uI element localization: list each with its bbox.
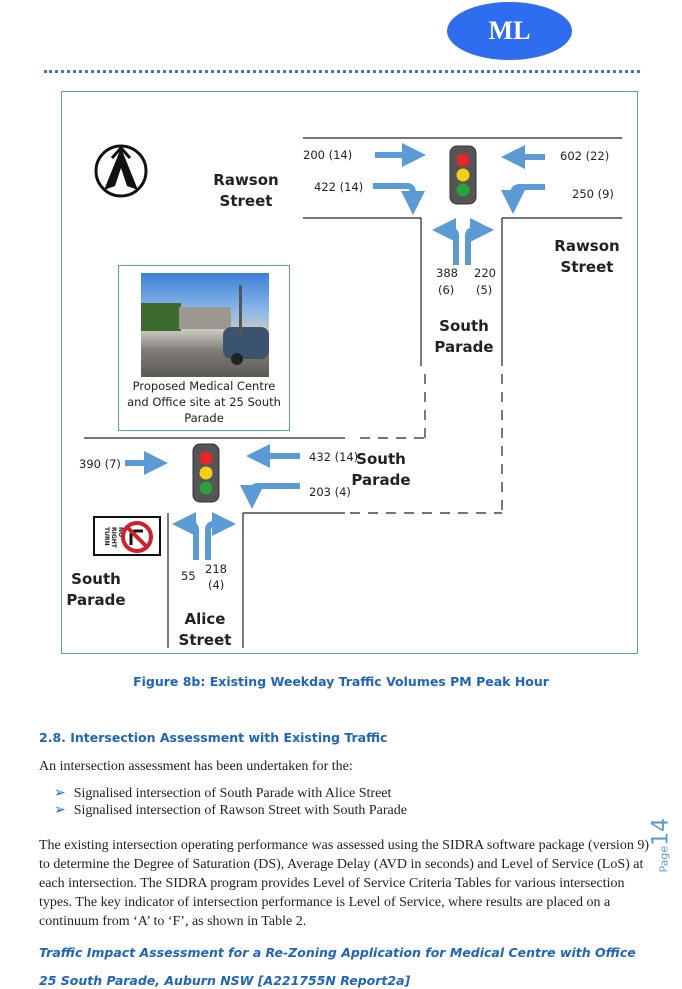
no-right-turn-sign: NO RIGHT TURN [93, 516, 161, 556]
arrow-218 [205, 512, 236, 560]
company-logo: ML [447, 2, 572, 60]
list-item: ➢Signalised intersection of Rawson Stree… [54, 802, 407, 818]
footer-line: Traffic Impact Assessment for a Re-Zonin… [39, 945, 636, 960]
site-photo-drawing [141, 285, 269, 365]
arrow-220 [465, 218, 494, 265]
volume-label: 200 (14) [303, 148, 353, 162]
street-label-alice: Alice Street [178, 610, 232, 649]
volume-label: 422 (14) [314, 180, 364, 194]
list-item: ➢Signalised intersection of South Parade… [54, 785, 392, 801]
footer-line: 25 South Parade, Auburn NSW [A221755N Re… [39, 973, 411, 988]
section-heading: 2.8. Intersection Assessment with Existi… [39, 730, 388, 745]
road-dashed [350, 374, 503, 514]
volume-label: 220 [474, 266, 496, 280]
site-inset: Proposed Medical Centre and Office site … [118, 265, 290, 431]
volume-label: 218 [205, 562, 227, 576]
street-label-south-parade: South Parade [351, 450, 411, 489]
bullet-arrow-icon: ➢ [54, 785, 66, 801]
bullet-arrow-icon: ➢ [54, 802, 66, 818]
volume-label: 203 (4) [309, 485, 351, 499]
body-paragraph: The existing intersection operating perf… [39, 838, 649, 929]
page-number: Page14 [648, 817, 674, 873]
flow-arrows [125, 143, 545, 560]
inset-caption: Proposed Medical Centre and Office site … [127, 379, 281, 425]
figure-frame [61, 91, 638, 654]
site-photo [141, 273, 269, 377]
arrow-203 [240, 483, 300, 509]
volume-label: 432 (14) [309, 450, 359, 464]
street-label-rawson: Rawson Street [554, 237, 620, 276]
arrow-388 [432, 218, 459, 265]
volume-label: (5) [476, 283, 493, 297]
volume-label: 55 [181, 569, 196, 583]
road-kerbs [84, 137, 622, 648]
arrow-422 [373, 183, 425, 215]
intro-text: An intersection assessment has been unde… [39, 759, 353, 774]
traffic-light-icon [449, 145, 477, 205]
volume-label: 388 [436, 266, 458, 280]
arrow-55 [172, 512, 199, 560]
figure-caption: Figure 8b: Existing Weekday Traffic Volu… [133, 674, 549, 689]
volume-label: 602 (22) [560, 149, 610, 163]
north-arrow-icon [94, 144, 148, 198]
volume-label: (6) [438, 283, 455, 297]
header-divider [44, 70, 640, 73]
volume-label: 390 (7) [79, 457, 121, 471]
street-label-rawson: Rawson Street [213, 171, 279, 210]
arrow-250 [501, 184, 545, 214]
street-label-south-parade: South Parade [66, 570, 126, 609]
no-right-turn-icon [121, 521, 153, 553]
street-label-south-parade: South Parade [434, 317, 494, 356]
volume-label: 250 (9) [572, 187, 614, 201]
traffic-light-icon [192, 443, 220, 503]
volume-label: (4) [208, 578, 225, 592]
